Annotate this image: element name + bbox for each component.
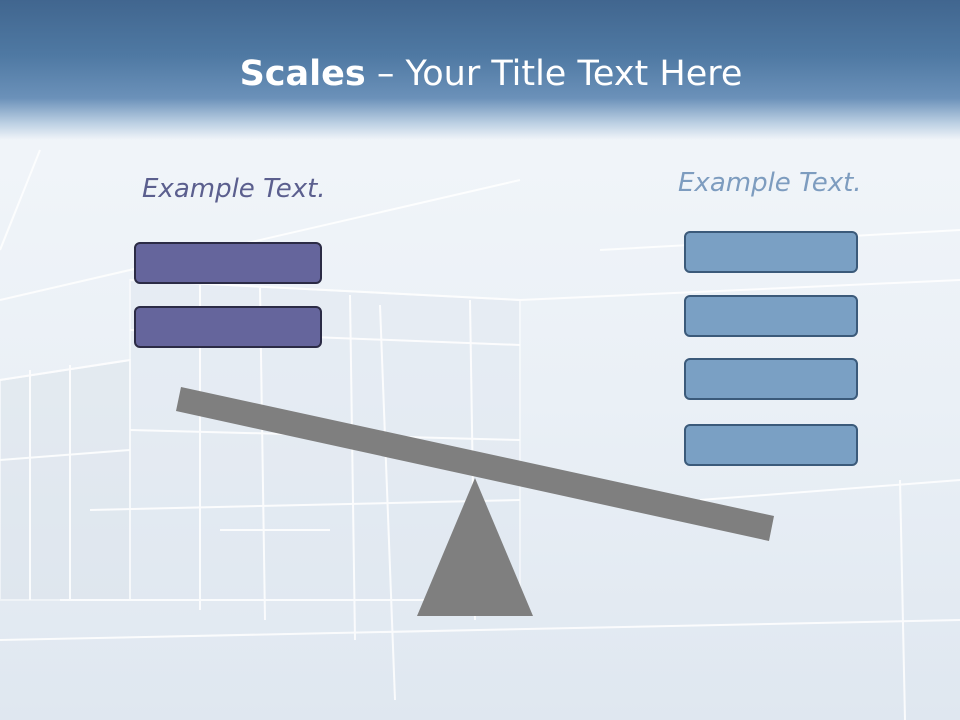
title-rest: – Your Title Text Here — [365, 54, 743, 94]
page-title: Scales – Your Title Text Here — [0, 52, 960, 96]
left-box-2 — [134, 306, 322, 348]
right-box-1 — [684, 231, 858, 273]
right-box-4 — [684, 424, 858, 466]
right-label: Example Text. — [678, 168, 862, 198]
title-bar — [0, 0, 960, 140]
fulcrum — [417, 478, 533, 616]
left-label: Example Text. — [142, 174, 326, 204]
beam — [176, 387, 774, 541]
title-bold: Scales — [239, 54, 366, 94]
right-box-2 — [684, 295, 858, 337]
right-box-3 — [684, 358, 858, 400]
left-box-1 — [134, 242, 322, 284]
